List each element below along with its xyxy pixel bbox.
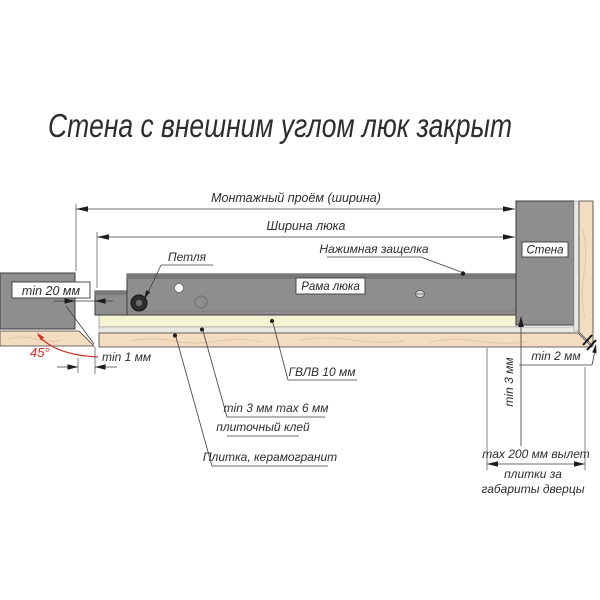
arrow-right-icon: [574, 461, 585, 467]
adhesive-layer: [98, 326, 579, 334]
angle-label: 45°: [30, 345, 50, 360]
angle-arrow-icon: [37, 333, 45, 341]
dim-min1: min 1 мм: [57, 347, 151, 374]
adhesive-label-line1: min 3 мм max 6 мм: [224, 401, 329, 415]
hinge-pin-icon: [135, 299, 143, 307]
arrow-left-icon: [487, 461, 498, 467]
max200-label-line1: max 200 мм вылет: [482, 447, 590, 461]
tile-layer: [98, 332, 593, 348]
frame-hole-outline-icon: [194, 295, 208, 309]
leader-line: [420, 256, 462, 273]
leader-dot-icon: [200, 327, 204, 332]
leader-dot-icon: [270, 319, 274, 323]
leader-line: [202, 330, 228, 418]
callout-latch: Нажимная защелка: [319, 242, 466, 276]
max200-label-line3: габариты дверцы: [481, 482, 584, 496]
tile-texture: [7, 336, 63, 342]
board-label: ГВЛВ 10 мм: [289, 365, 356, 379]
wall-label: Стена: [526, 245, 563, 257]
wall-tile-layer: [578, 200, 594, 347]
min1-label: min 1 мм: [102, 350, 151, 364]
page-title: Стена с внешним углом люк закрыт: [48, 107, 512, 144]
min3-label: min 3 мм: [502, 357, 516, 406]
min20-label-box: [11, 281, 91, 299]
wall-adhesive-layer: [573, 200, 580, 332]
joint-tick-icon: [582, 334, 593, 346]
leader-line: [272, 322, 289, 381]
adhesive-label-line2: плиточный клей: [216, 420, 310, 434]
min20-label: min 20 мм: [22, 284, 81, 298]
leader-line: [175, 336, 213, 467]
arrow-right-icon: [64, 298, 75, 304]
leader-arrow-icon: [592, 344, 597, 354]
arrow-left-icon: [97, 234, 109, 240]
leader-arrow-icon: [144, 290, 151, 299]
leader-dot-icon: [460, 271, 466, 276]
arrow-up-icon: [518, 316, 524, 327]
arrow-left-icon: [95, 364, 106, 370]
arrow-left-icon: [76, 206, 88, 212]
joint-tick-icon: [586, 339, 597, 351]
frame-label: Рама люка: [301, 281, 360, 293]
dim-hatch-width-label: Ширина люка: [267, 219, 346, 233]
arrow-right-icon: [503, 234, 515, 240]
dim-min3: min 3 мм: [502, 316, 524, 446]
dim-mounting-width-label: Монтажный проём (ширина): [211, 191, 381, 205]
arrow-left-icon: [95, 298, 106, 304]
leader-dot-icon: [173, 333, 177, 338]
hatch-assembly: Рама люка: [94, 273, 593, 348]
right-wall-block: [515, 200, 575, 326]
tile-texture: [429, 338, 527, 344]
frame-label-box: [295, 277, 366, 295]
frame-hole-icon: [174, 283, 184, 293]
callout-tile: Плитка, керамогранит: [173, 333, 337, 467]
latch-label: Нажимная защелка: [319, 242, 429, 256]
callout-board: ГВЛВ 10 мм: [270, 319, 357, 381]
miter-line: [65, 305, 95, 345]
dim-max200: max 200 мм вылет плитки за габариты двер…: [481, 348, 590, 496]
right-wall-section: Стена: [515, 200, 594, 347]
wall-label-box: [521, 241, 569, 258]
tile-texture: [581, 229, 587, 319]
arrow-right-icon: [67, 364, 78, 370]
arrow-right-icon: [503, 206, 515, 212]
door-leaf-top-edge: [95, 291, 128, 295]
hinge-label: Петля: [168, 250, 207, 264]
callout-min2: min 2 мм: [519, 334, 597, 366]
min2-label: min 2 мм: [531, 349, 580, 363]
gvl-board-layer: [98, 314, 517, 328]
dim-hatch-width: Ширина люка: [96, 219, 515, 288]
tile-label: Плитка, керамогранит: [203, 450, 337, 464]
callout-hinge: Петля: [144, 250, 213, 299]
tile-texture: [299, 337, 405, 343]
tile-texture: [129, 338, 263, 344]
callout-adhesive: min 3 мм max 6 мм плиточный клей: [200, 327, 329, 437]
left-tile-layer: [0, 330, 95, 347]
hatch-frame-top-edge: [127, 274, 516, 279]
max200-label-line2: плитки за: [504, 467, 562, 481]
dim-mounting-width: Монтажный проём (ширина): [75, 191, 515, 271]
dim-min20: min 20 мм: [11, 281, 113, 304]
chamfer-45: 45°: [30, 305, 99, 360]
